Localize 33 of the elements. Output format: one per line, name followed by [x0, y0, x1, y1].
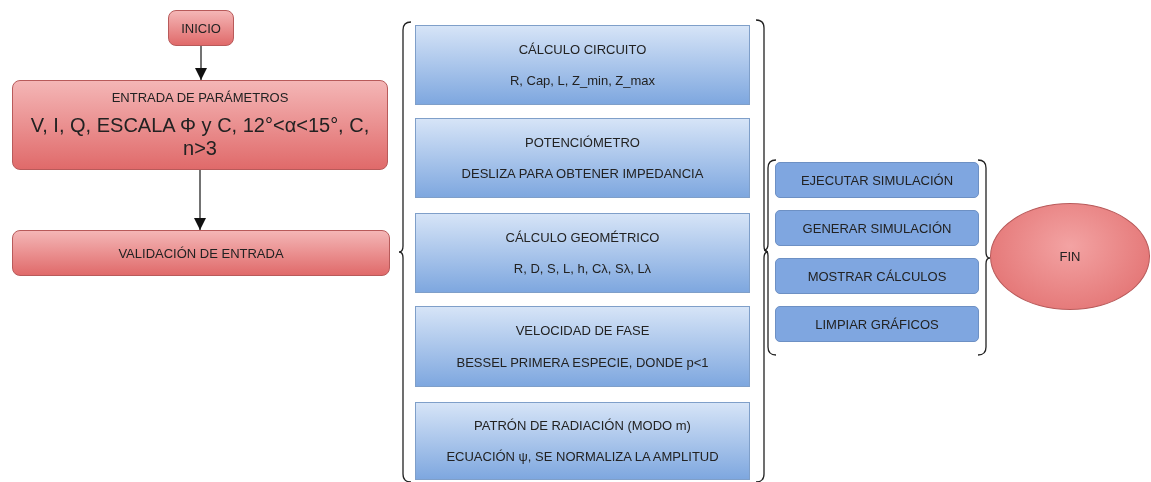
process-box	[415, 402, 750, 480]
node-title: VELOCIDAD DE FASE	[515, 323, 650, 339]
process-box	[415, 25, 750, 105]
node-title: GENERAR SIMULACIÓN	[802, 220, 952, 236]
node-detail: ECUACIÓN ψ, SE NORMALIZA LA AMPLITUD	[446, 448, 719, 464]
action-box	[775, 210, 979, 246]
process-box	[415, 118, 750, 198]
process-box	[415, 213, 750, 293]
node-title: CÁLCULO GEOMÉTRICO	[505, 230, 660, 245]
action-box	[775, 306, 979, 342]
action-box	[775, 258, 979, 294]
node-detail: R, D, S, L, h, Cλ, Sλ, Lλ	[513, 261, 652, 276]
node-detail: R, Cap, L, Z_min, Z_max	[509, 73, 656, 88]
node-title: EJECUTAR SIMULACIÓN	[800, 172, 954, 188]
node-detail: DESLIZA PARA OBTENER IMPEDANCIA	[461, 166, 704, 181]
arrow	[194, 169, 206, 231]
process-box	[12, 80, 388, 170]
node-title: POTENCIÓMETRO	[525, 135, 640, 150]
process-box	[415, 306, 750, 387]
node-title: CÁLCULO CIRCUITO	[518, 42, 647, 57]
node-title: LIMPIAR GRÁFICOS	[815, 316, 939, 332]
node-detail: V, I, Q, ESCALA Φ y C, 12°<α<15°, C, n>3	[29, 114, 371, 160]
node-detail: BESSEL PRIMERA ESPECIE, DONDE p<1	[456, 354, 709, 370]
action-box	[775, 162, 979, 198]
node-title: FIN	[1059, 249, 1081, 264]
node-title: MOSTRAR CÁLCULOS	[807, 268, 947, 284]
process-box	[12, 230, 390, 276]
node-title: PATRÓN DE RADIACIÓN (MODO m)	[474, 418, 691, 434]
arrow	[195, 45, 207, 81]
process-box	[168, 10, 234, 46]
node-title: VALIDACIÓN DE ENTRADA	[118, 245, 284, 261]
node-title: INICIO	[181, 20, 221, 36]
node-title: ENTRADA DE PARÁMETROS	[111, 90, 289, 105]
